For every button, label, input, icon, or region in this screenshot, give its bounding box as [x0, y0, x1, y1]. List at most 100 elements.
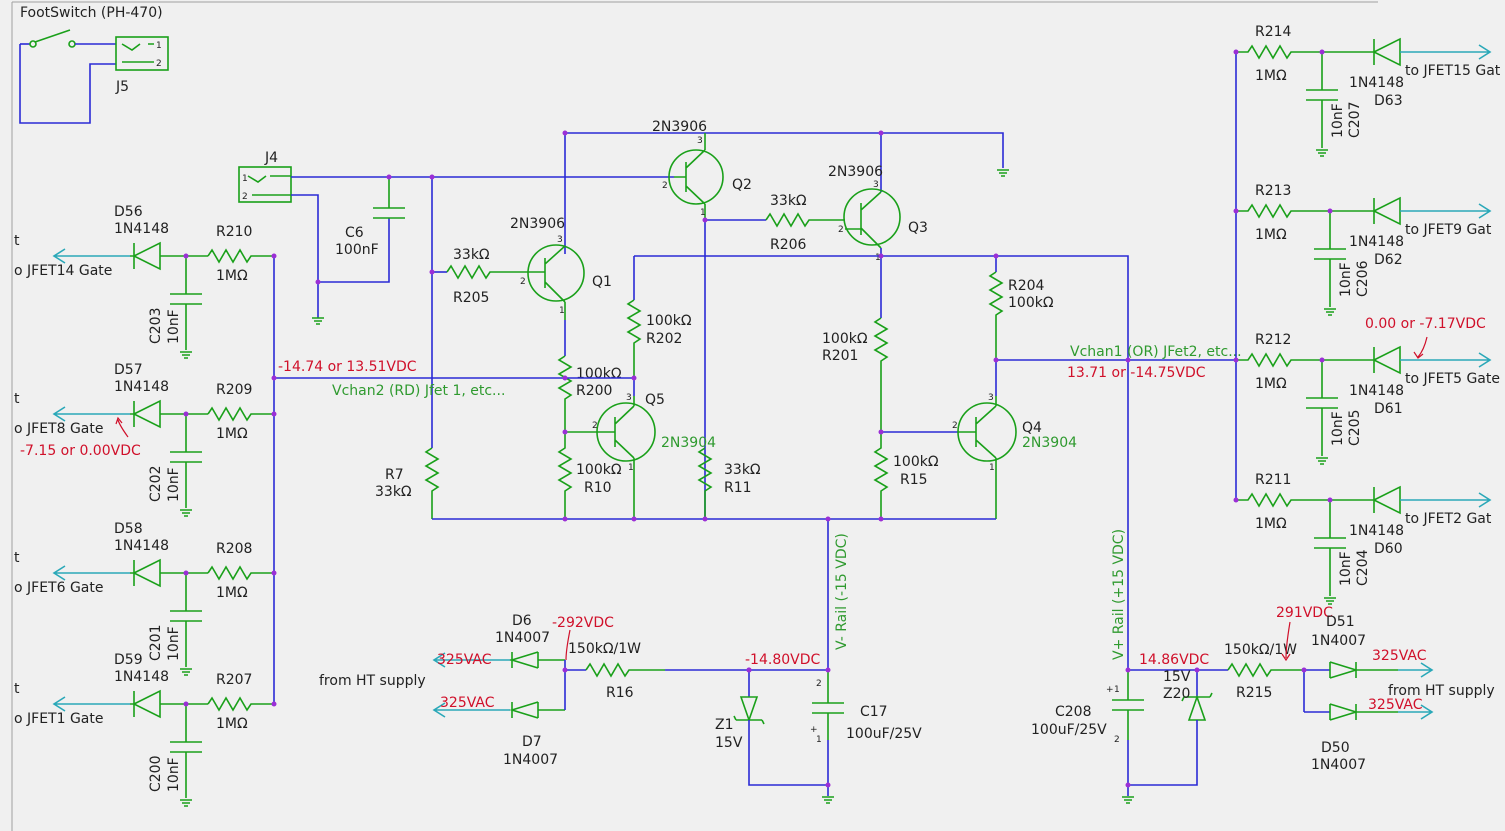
svg-text:C6: C6 [345, 225, 364, 241]
svg-text:1N4148: 1N4148 [114, 221, 169, 237]
svg-text:R15: R15 [900, 472, 928, 488]
svg-text:10nF: 10nF [166, 626, 182, 661]
svg-text:1N4148: 1N4148 [1349, 75, 1404, 91]
junction-dot [993, 357, 999, 363]
svg-text:Q5: Q5 [645, 392, 665, 408]
svg-text:C202: C202 [148, 466, 164, 503]
svg-text:1MΩ: 1MΩ [1255, 68, 1287, 84]
svg-text:1MΩ: 1MΩ [1255, 227, 1287, 243]
svg-text:D6: D6 [512, 613, 532, 629]
junction-dot [878, 516, 884, 522]
junction-dot [702, 516, 708, 522]
junction-dot [429, 174, 435, 180]
resistor-r10: 100kΩ R10 [557, 432, 622, 519]
svg-text:2: 2 [156, 59, 162, 69]
svg-text:15V: 15V [715, 735, 743, 751]
svg-text:1N4148: 1N4148 [1349, 234, 1404, 250]
resistor-r204: R204 100kΩ [988, 271, 1054, 360]
flag-ac-right-bottom: 325VAC [1368, 697, 1434, 720]
resistor-r205: 33kΩ R205 [446, 247, 527, 306]
svg-text:2N3906: 2N3906 [510, 216, 565, 232]
ground-icon [1121, 796, 1135, 804]
flag-ac-left-bottom: 325VAC [432, 695, 510, 718]
svg-text:10nF: 10nF [1330, 411, 1346, 446]
resistor-r215: 150kΩ/1W R215 [1224, 642, 1304, 701]
svg-text:33kΩ: 33kΩ [453, 247, 490, 263]
svg-text:D61: D61 [1374, 401, 1403, 417]
svg-text:100uF/25V: 100uF/25V [1031, 722, 1107, 738]
junction-dot [1194, 667, 1200, 673]
svg-text:33kΩ: 33kΩ [770, 193, 807, 209]
svg-text:33kΩ: 33kΩ [724, 462, 761, 478]
svg-text:D56: D56 [114, 204, 143, 220]
svg-text:to JFET5 Gate: to JFET5 Gate [1405, 371, 1500, 387]
resistor-r7: R7 33kΩ [375, 447, 440, 519]
resistor-r15: 100kΩ R15 [873, 432, 939, 519]
svg-text:1MΩ: 1MΩ [216, 268, 248, 284]
svg-text:R213: R213 [1255, 183, 1291, 199]
j4-ref: J4 [264, 150, 278, 166]
svg-text:10nF: 10nF [1338, 551, 1354, 586]
svg-text:R211: R211 [1255, 472, 1291, 488]
vminus-rail-label: V- Rail (-15 VDC) [834, 533, 850, 650]
svg-text:D57: D57 [114, 362, 143, 378]
resistor-r16: 150kΩ/1W R16 [568, 641, 665, 701]
svg-text:R206: R206 [770, 237, 807, 253]
svg-text:R7: R7 [385, 467, 404, 483]
svg-text:2N3906: 2N3906 [652, 119, 707, 135]
capacitor-c17: 2 1 + C17 100uF/25V [810, 670, 922, 745]
svg-text:1N4007: 1N4007 [1311, 633, 1366, 649]
vchan2-measurement: -14.74 or 13.51VDC [278, 359, 417, 375]
pos-rail-measurement: 14.86VDC [1139, 652, 1209, 668]
svg-text:1: 1 [628, 463, 634, 473]
resistor-r201: 100kΩ R201 [822, 317, 889, 432]
resistor-r11: 33kΩ R11 [697, 447, 761, 519]
svg-text:D51: D51 [1326, 614, 1355, 630]
svg-text:t: t [14, 233, 20, 249]
ground-icon [311, 317, 325, 325]
svg-text:Q4: Q4 [1022, 420, 1042, 436]
svg-text:1MΩ: 1MΩ [216, 426, 248, 442]
svg-text:D58: D58 [114, 521, 143, 537]
svg-text:C207: C207 [1347, 102, 1363, 139]
svg-text:325VAC: 325VAC [440, 695, 495, 711]
svg-text:150kΩ/1W: 150kΩ/1W [568, 641, 641, 657]
svg-text:R201: R201 [822, 348, 858, 364]
svg-text:1N4007: 1N4007 [495, 630, 550, 646]
junction-dot [878, 253, 884, 259]
svg-text:1N4148: 1N4148 [1349, 523, 1404, 539]
svg-text:R209: R209 [216, 382, 252, 398]
svg-text:D63: D63 [1374, 93, 1403, 109]
svg-text:10nF: 10nF [166, 467, 182, 502]
svg-text:R208: R208 [216, 541, 252, 557]
svg-text:10nF: 10nF [166, 309, 182, 344]
junction-dot [315, 279, 321, 285]
svg-text:100kΩ: 100kΩ [576, 366, 622, 382]
svg-text:2N3904: 2N3904 [1022, 435, 1077, 451]
junction-dot [271, 375, 277, 381]
svg-text:1N4148: 1N4148 [1349, 383, 1404, 399]
svg-text:2: 2 [1114, 735, 1120, 745]
svg-text:325VAC: 325VAC [1372, 648, 1427, 664]
svg-text:2N3906: 2N3906 [828, 164, 883, 180]
svg-text:R205: R205 [453, 290, 489, 306]
svg-text:R207: R207 [216, 672, 252, 688]
ground-icon [996, 169, 1010, 177]
svg-text:1: 1 [559, 306, 565, 316]
junction-dot [702, 217, 708, 223]
neg-hv-measurement: -292VDC [552, 615, 614, 631]
junction-dot [631, 375, 637, 381]
sheet-title: FootSwitch (PH-470) [20, 5, 163, 21]
svg-text:R10: R10 [584, 480, 612, 496]
svg-text:C204: C204 [1355, 549, 1371, 586]
svg-text:t: t [14, 550, 20, 566]
jfet8-measurement: -7.15 or 0.00VDC [20, 443, 141, 459]
svg-text:o JFET1 Gate: o JFET1 Gate [14, 711, 103, 727]
svg-text:1N4007: 1N4007 [1311, 757, 1366, 773]
